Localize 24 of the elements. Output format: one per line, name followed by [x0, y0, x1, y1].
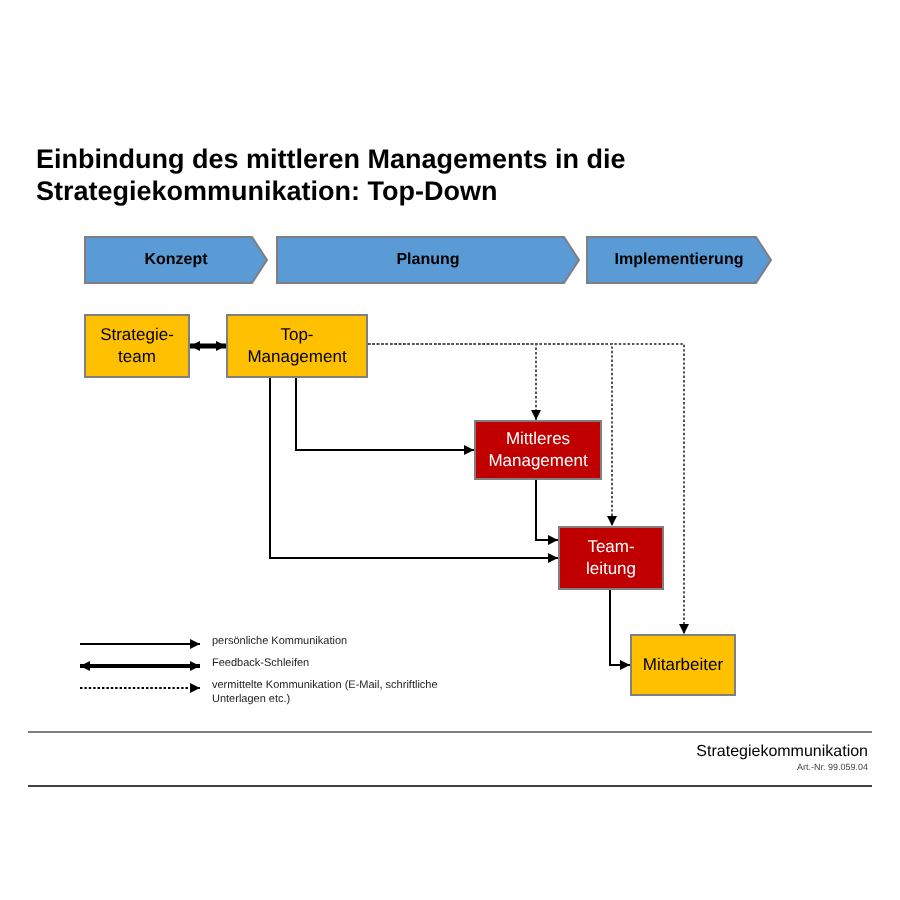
node-label: Konzept [144, 250, 208, 270]
process-box [84, 314, 190, 378]
process-box [474, 420, 602, 480]
phase-band [84, 236, 268, 284]
node-label: Implementierung [614, 250, 744, 270]
process-box [630, 634, 736, 696]
node-label: Strategie-team [98, 324, 176, 368]
node-label: Team-leitung [583, 536, 639, 580]
node-label: Top-Management [245, 324, 349, 368]
process-box [558, 526, 664, 590]
phase-band [276, 236, 580, 284]
arrow [190, 341, 226, 351]
process-box [226, 314, 368, 378]
node-label: Mitarbeiter [642, 654, 724, 676]
arrow [367, 343, 689, 635]
arrow [609, 589, 631, 670]
node-label: Planung [396, 250, 460, 270]
arrow [269, 377, 559, 563]
node-label: Mittleres Management [486, 428, 590, 472]
arrow [295, 377, 475, 455]
footer-title: Strategiekommunikation [696, 742, 868, 760]
title: Einbindung des mittleren Managements in die Strategiekommunikation: Top-Down [36, 144, 628, 207]
arrow [535, 479, 559, 545]
phase-band [586, 236, 772, 284]
